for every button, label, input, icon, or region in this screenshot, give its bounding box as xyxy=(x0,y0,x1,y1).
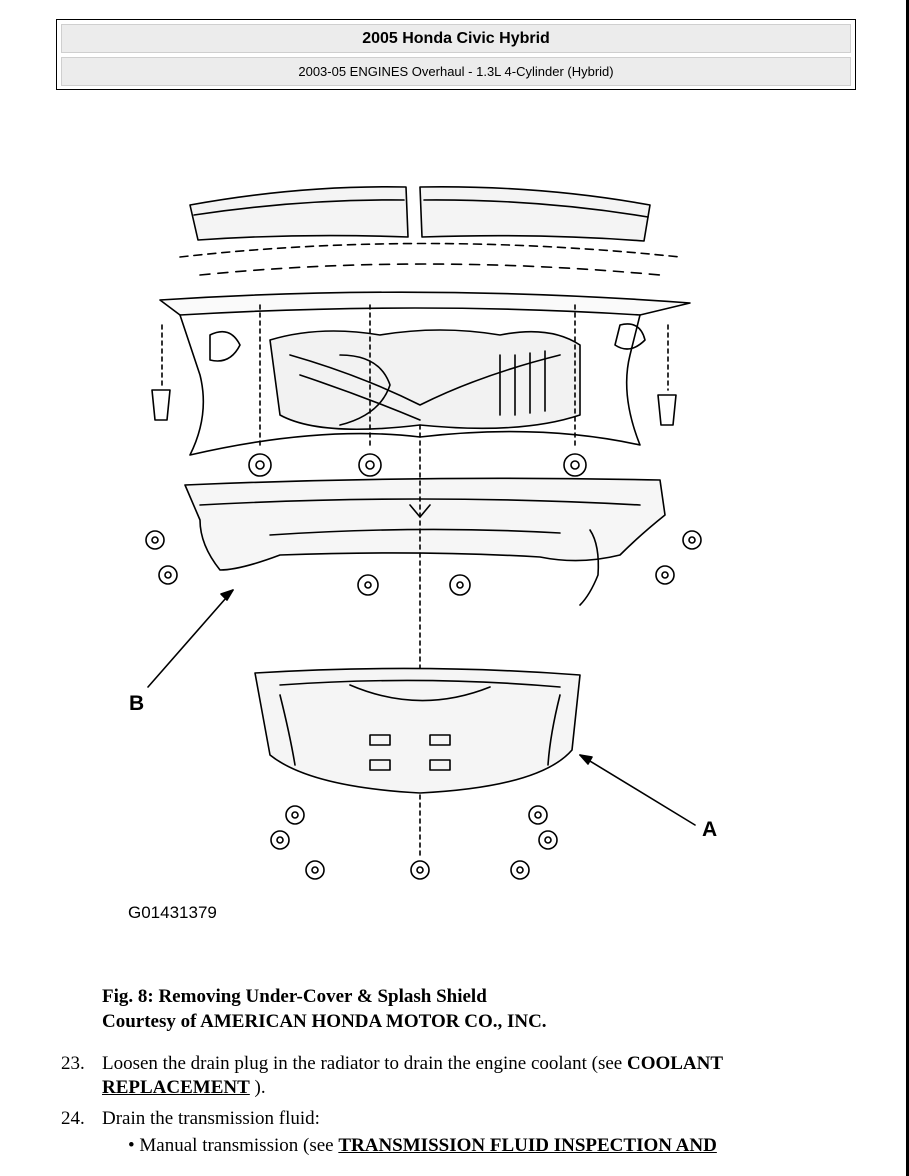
figure-caption: Fig. 8: Removing Under-Cover & Splash Sh… xyxy=(102,984,547,1034)
coolant-replacement-link[interactable]: REPLACEMENT xyxy=(102,1077,250,1098)
coolant-replacement-link-part1[interactable]: COOLANT xyxy=(626,1053,724,1074)
section-subtitle: 2003-05 ENGINES Overhaul - 1.3L 4-Cylind… xyxy=(61,57,851,86)
caption-credit: Courtesy of AMERICAN HONDA MOTOR CO., IN… xyxy=(102,1011,547,1032)
callout-b-label: B xyxy=(129,692,145,715)
step-text: Drain the transmission fluid: xyxy=(102,1108,320,1129)
transmission-fluid-link[interactable]: TRANSMISSION FLUID INSPECTION AND xyxy=(338,1135,717,1156)
step-number: 23. xyxy=(61,1053,85,1074)
vehicle-title: 2005 Honda Civic Hybrid xyxy=(61,24,851,53)
callout-a-label: A xyxy=(702,818,718,841)
bullet-dot: • xyxy=(128,1135,135,1156)
step-text: Loosen the drain plug in the radiator to… xyxy=(102,1053,724,1098)
caption-title: Fig. 8: Removing Under-Cover & Splash Sh… xyxy=(102,986,487,1007)
bullet-manual-transmission: • Manual transmission (see TRANSMISSION … xyxy=(128,1135,717,1156)
step-number: 24. xyxy=(61,1108,85,1129)
page-border-right xyxy=(906,0,909,1176)
document-header: 2005 Honda Civic Hybrid 2003-05 ENGINES … xyxy=(56,19,856,90)
under-cover-illustration xyxy=(120,175,740,935)
figure-code: G01431379 xyxy=(128,903,217,922)
